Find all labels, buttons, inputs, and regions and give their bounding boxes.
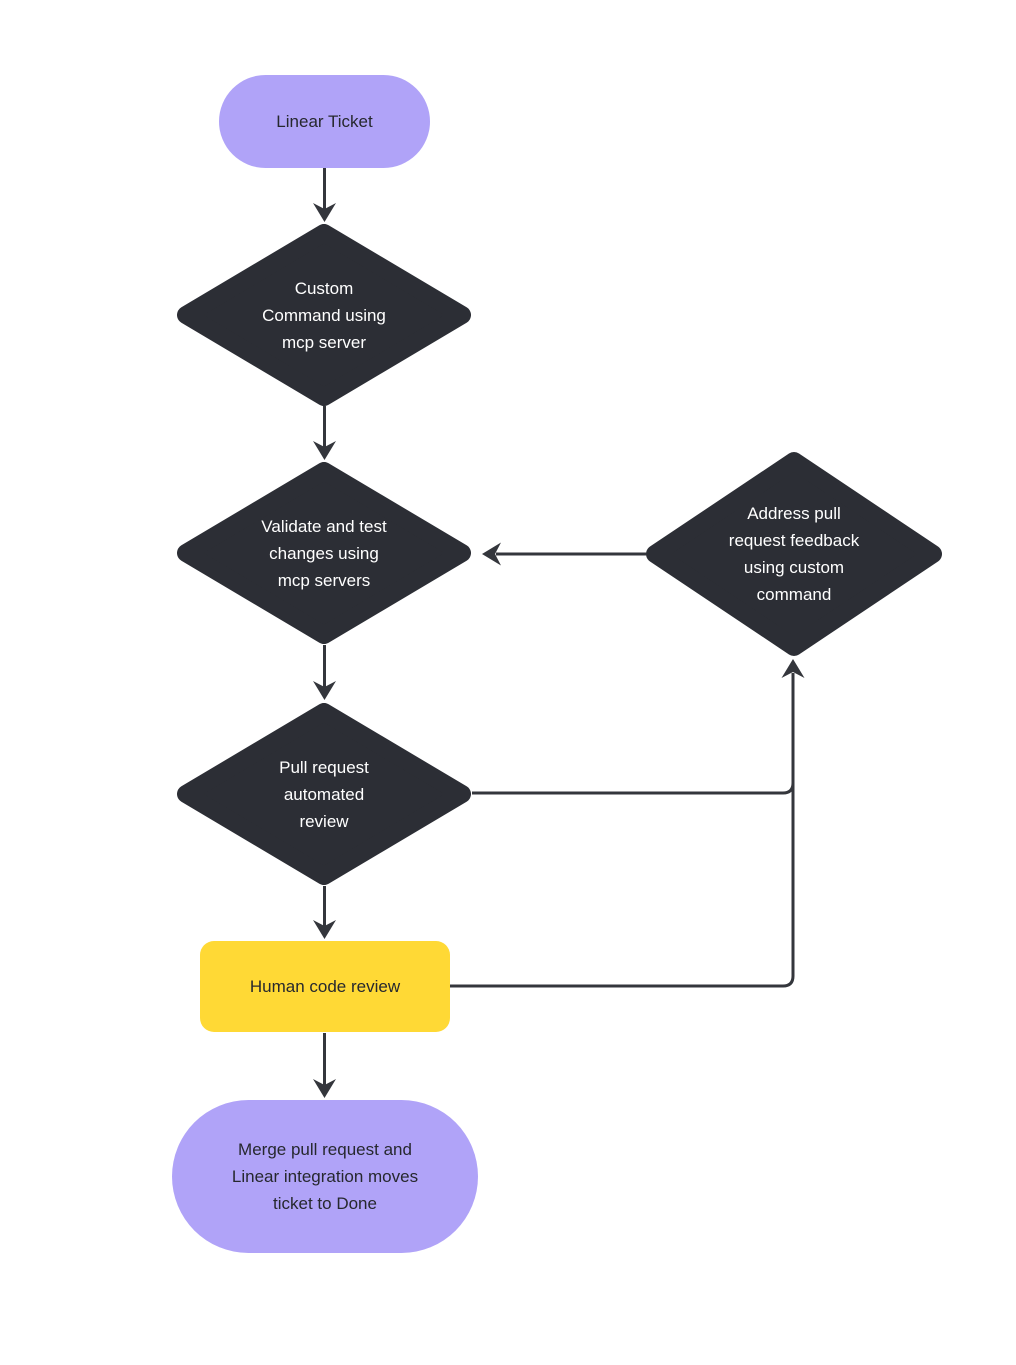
diamond-shape bbox=[177, 703, 471, 885]
node-linear-ticket-label: Linear Ticket bbox=[276, 112, 373, 131]
node-linear-ticket: Linear Ticket bbox=[219, 75, 430, 168]
diamond-shape bbox=[177, 462, 471, 644]
arrow-custom-command-to-validate bbox=[313, 406, 336, 460]
node-address-feedback-label: Address pull request feedback using cust… bbox=[728, 504, 860, 604]
edge-arrowhead bbox=[313, 203, 336, 222]
diamond-polygon bbox=[177, 703, 471, 885]
node-custom-command: Custom Command using mcp server bbox=[177, 224, 471, 406]
node-pr-automated-review: Pull request automated review bbox=[177, 703, 471, 885]
arrow-feedback-to-validate bbox=[482, 542, 646, 566]
diamond-shape bbox=[177, 224, 471, 406]
edge-arrowhead bbox=[313, 920, 336, 939]
edge-line bbox=[450, 680, 795, 988]
node-merge-pr-label: Merge pull request and Linear integratio… bbox=[231, 1140, 419, 1213]
diamond-polygon bbox=[177, 224, 471, 406]
edge-arrowhead bbox=[482, 542, 501, 566]
node-human-code-review-label: Human code review bbox=[249, 977, 401, 996]
arrow-pr-review-to-human-review bbox=[313, 886, 336, 939]
arrow-human-review-to-merge bbox=[313, 1033, 336, 1098]
diamond-polygon bbox=[646, 452, 942, 656]
edge-arrowhead bbox=[313, 441, 336, 460]
diamond-shape bbox=[646, 452, 942, 656]
node-pr-automated-review-label: Pull request automated review bbox=[279, 757, 369, 831]
edge-arrowhead bbox=[313, 1079, 336, 1098]
node-custom-command-label: Custom Command using mcp server bbox=[262, 278, 386, 352]
edge-arrowhead bbox=[313, 681, 336, 700]
diamond-polygon bbox=[177, 462, 471, 644]
node-address-feedback: Address pull request feedback using cust… bbox=[646, 452, 942, 656]
edge-line bbox=[472, 673, 795, 795]
edge-arrowhead bbox=[781, 659, 805, 678]
arrow-pr-review-to-feedback bbox=[472, 659, 805, 795]
node-validate-test-label: Validate and test changes using mcp serv… bbox=[261, 516, 387, 590]
arrow-human-review-to-feedback bbox=[450, 680, 795, 988]
node-validate-test: Validate and test changes using mcp serv… bbox=[177, 462, 471, 644]
node-human-code-review: Human code review bbox=[200, 941, 450, 1032]
node-merge-pr: Merge pull request and Linear integratio… bbox=[172, 1100, 478, 1253]
arrow-start-to-custom-command bbox=[313, 168, 336, 222]
arrow-validate-to-pr-review bbox=[313, 645, 336, 700]
